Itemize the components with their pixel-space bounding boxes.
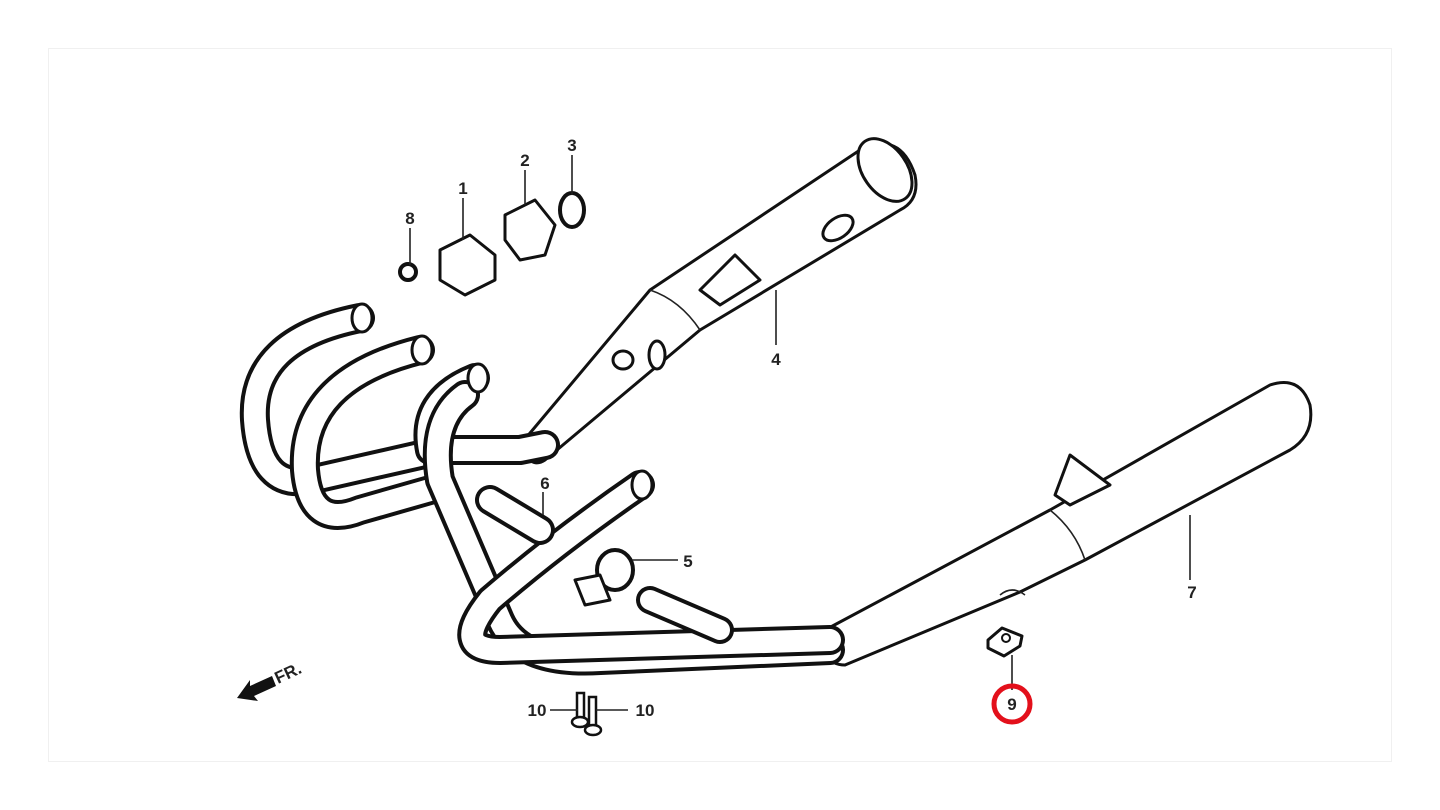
callout-8[interactable]: 8 — [405, 209, 414, 228]
muffler-lower[interactable] — [822, 381, 1313, 667]
callout-6[interactable]: 6 — [540, 474, 549, 493]
front-direction-label: FR. — [272, 659, 305, 688]
callout-7[interactable]: 7 — [1187, 583, 1196, 602]
callout-4[interactable]: 4 — [771, 350, 781, 369]
callout-3[interactable]: 3 — [567, 136, 576, 155]
muffler-upper[interactable] — [518, 129, 923, 465]
part-5-clamp[interactable] — [573, 548, 635, 607]
callout-10-right[interactable]: 10 — [636, 701, 655, 720]
part-6-joint[interactable] — [475, 485, 555, 545]
callout-9-highlight-ring — [991, 683, 1033, 725]
part-2-collar[interactable] — [503, 198, 557, 262]
part-1-gasket-joint[interactable] — [438, 233, 497, 297]
part-10-bolts[interactable] — [570, 691, 603, 737]
callout-10-left[interactable]: 10 — [528, 701, 547, 720]
leader-lines — [409, 155, 1191, 711]
callout-2[interactable]: 2 — [520, 151, 529, 170]
head-pipes[interactable] — [239, 302, 845, 676]
callout-9[interactable]: 9 — [1007, 695, 1016, 714]
part-8-nut[interactable] — [398, 262, 418, 282]
part-9-nut[interactable] — [986, 626, 1024, 658]
part-3-gasket[interactable] — [558, 191, 586, 229]
callout-5[interactable]: 5 — [683, 552, 692, 571]
front-direction-arrow-icon — [237, 676, 276, 701]
callout-1[interactable]: 1 — [458, 179, 467, 198]
